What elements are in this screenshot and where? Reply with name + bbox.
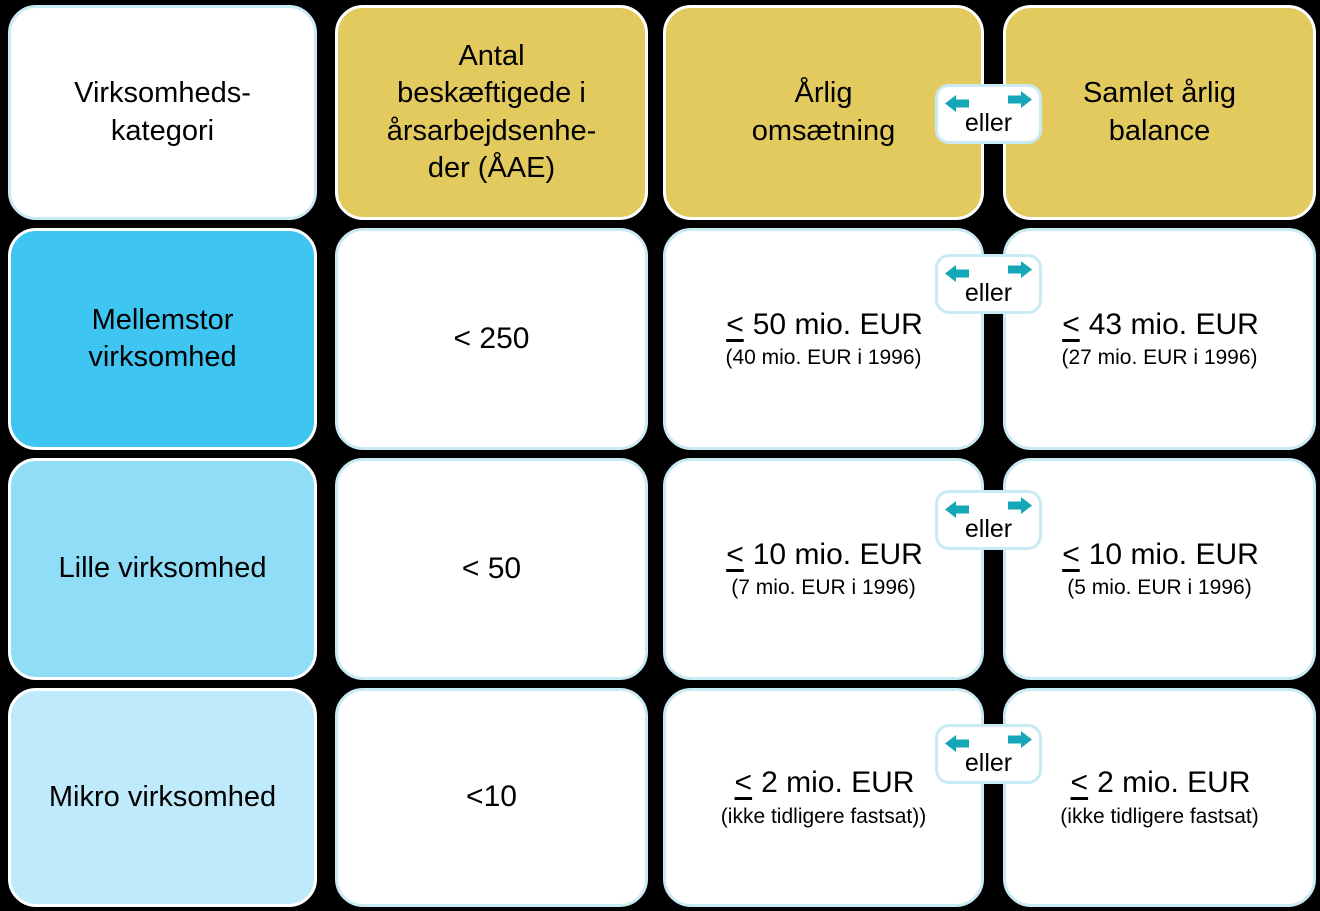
balance-cell-medium: <43 mio. EUR (27 mio. EUR i 1996)	[1003, 228, 1316, 450]
less-equal-symbol: <	[734, 766, 753, 800]
employees-value-small: < 50	[461, 551, 522, 585]
turnover-cell-medium: <50 mio. EUR (40 mio. EUR i 1996)	[663, 228, 984, 450]
or-badge-label: eller	[964, 278, 1013, 307]
arrow-left-icon	[945, 735, 969, 752]
turnover-note-small: (7 mio. EUR i 1996)	[731, 576, 916, 600]
balance-value-medium: <43 mio. EUR	[1060, 308, 1259, 343]
turnover-value-micro: <2 mio. EUR	[733, 766, 915, 801]
category-cell-small: Lille virksomhed	[8, 458, 317, 680]
turnover-cell-micro: <2 mio. EUR (ikke tidligere fastsat))	[663, 688, 984, 907]
less-equal-symbol: <	[1070, 766, 1089, 800]
category-cell-micro: Mikro virksomhed	[8, 688, 317, 907]
balance-value-small: <10 mio. EUR	[1060, 538, 1259, 573]
or-badge-label: eller	[964, 108, 1013, 137]
turnover-amount-medium: 50 mio. EUR	[752, 307, 923, 341]
header-employees-label: Antal beskæftigede i årsarbejdsenhe- der…	[386, 40, 597, 184]
or-badge-small: eller	[935, 490, 1042, 550]
turnover-cell-small: <10 mio. EUR (7 mio. EUR i 1996)	[663, 458, 984, 680]
employees-cell-small: < 50	[335, 458, 648, 680]
employees-cell-micro: <10	[335, 688, 648, 907]
turnover-amount-small: 10 mio. EUR	[752, 537, 923, 571]
category-label-micro: Mikro virksomhed	[48, 780, 277, 813]
turnover-value-small: <10 mio. EUR	[724, 538, 923, 573]
arrow-left-icon	[945, 265, 969, 282]
header-cell-turnover: Årlig omsætning	[663, 5, 984, 220]
category-cell-medium: Mellemstor virksomhed	[8, 228, 317, 450]
arrow-right-icon	[1008, 497, 1032, 514]
arrow-right-icon	[1008, 731, 1032, 748]
turnover-note-micro: (ikke tidligere fastsat))	[720, 804, 927, 828]
balance-value-micro: <2 mio. EUR	[1069, 766, 1251, 801]
less-equal-symbol: <	[1062, 537, 1080, 571]
balance-note-small: (5 mio. EUR i 1996)	[1067, 576, 1252, 600]
balance-amount-micro: 2 mio. EUR	[1097, 766, 1251, 800]
balance-note-micro: (ikke tidligere fastsat)	[1060, 804, 1259, 828]
balance-note-medium: (27 mio. EUR i 1996)	[1061, 346, 1258, 370]
category-label-medium: Mellemstor virksomhed	[88, 303, 237, 373]
less-equal-symbol: <	[726, 537, 744, 571]
arrow-right-icon	[1008, 91, 1032, 108]
employees-value-medium: < 250	[453, 321, 530, 355]
or-badge-label: eller	[964, 748, 1013, 777]
header-cell-employees: Antal beskæftigede i årsarbejdsenhe- der…	[335, 5, 648, 220]
less-equal-symbol: <	[726, 307, 744, 341]
header-cell-balance: Samlet årlig balance	[1003, 5, 1316, 220]
or-badge-micro: eller	[935, 724, 1042, 784]
balance-amount-medium: 43 mio. EUR	[1088, 307, 1259, 341]
or-badge-header: eller	[935, 84, 1042, 144]
category-label-small: Lille virksomhed	[58, 552, 267, 585]
balance-cell-small: <10 mio. EUR (5 mio. EUR i 1996)	[1003, 458, 1316, 680]
employees-cell-medium: < 250	[335, 228, 648, 450]
header-turnover-label: Årlig omsætning	[751, 77, 896, 147]
balance-cell-micro: <2 mio. EUR (ikke tidligere fastsat)	[1003, 688, 1316, 907]
employees-value-micro: <10	[466, 780, 517, 814]
header-category-label: Virksomheds- kategori	[74, 77, 251, 147]
less-equal-symbol: <	[1062, 307, 1080, 341]
header-cell-category: Virksomheds- kategori	[8, 5, 317, 220]
or-badge-medium: eller	[935, 254, 1042, 314]
balance-amount-small: 10 mio. EUR	[1088, 537, 1259, 571]
header-balance-label: Samlet årlig balance	[1082, 77, 1237, 147]
arrow-left-icon	[945, 501, 969, 518]
arrow-right-icon	[1008, 261, 1032, 278]
arrow-left-icon	[945, 95, 969, 112]
turnover-amount-micro: 2 mio. EUR	[761, 766, 915, 800]
turnover-note-medium: (40 mio. EUR i 1996)	[725, 346, 922, 370]
turnover-value-medium: <50 mio. EUR	[724, 308, 923, 343]
or-badge-label: eller	[964, 514, 1013, 543]
